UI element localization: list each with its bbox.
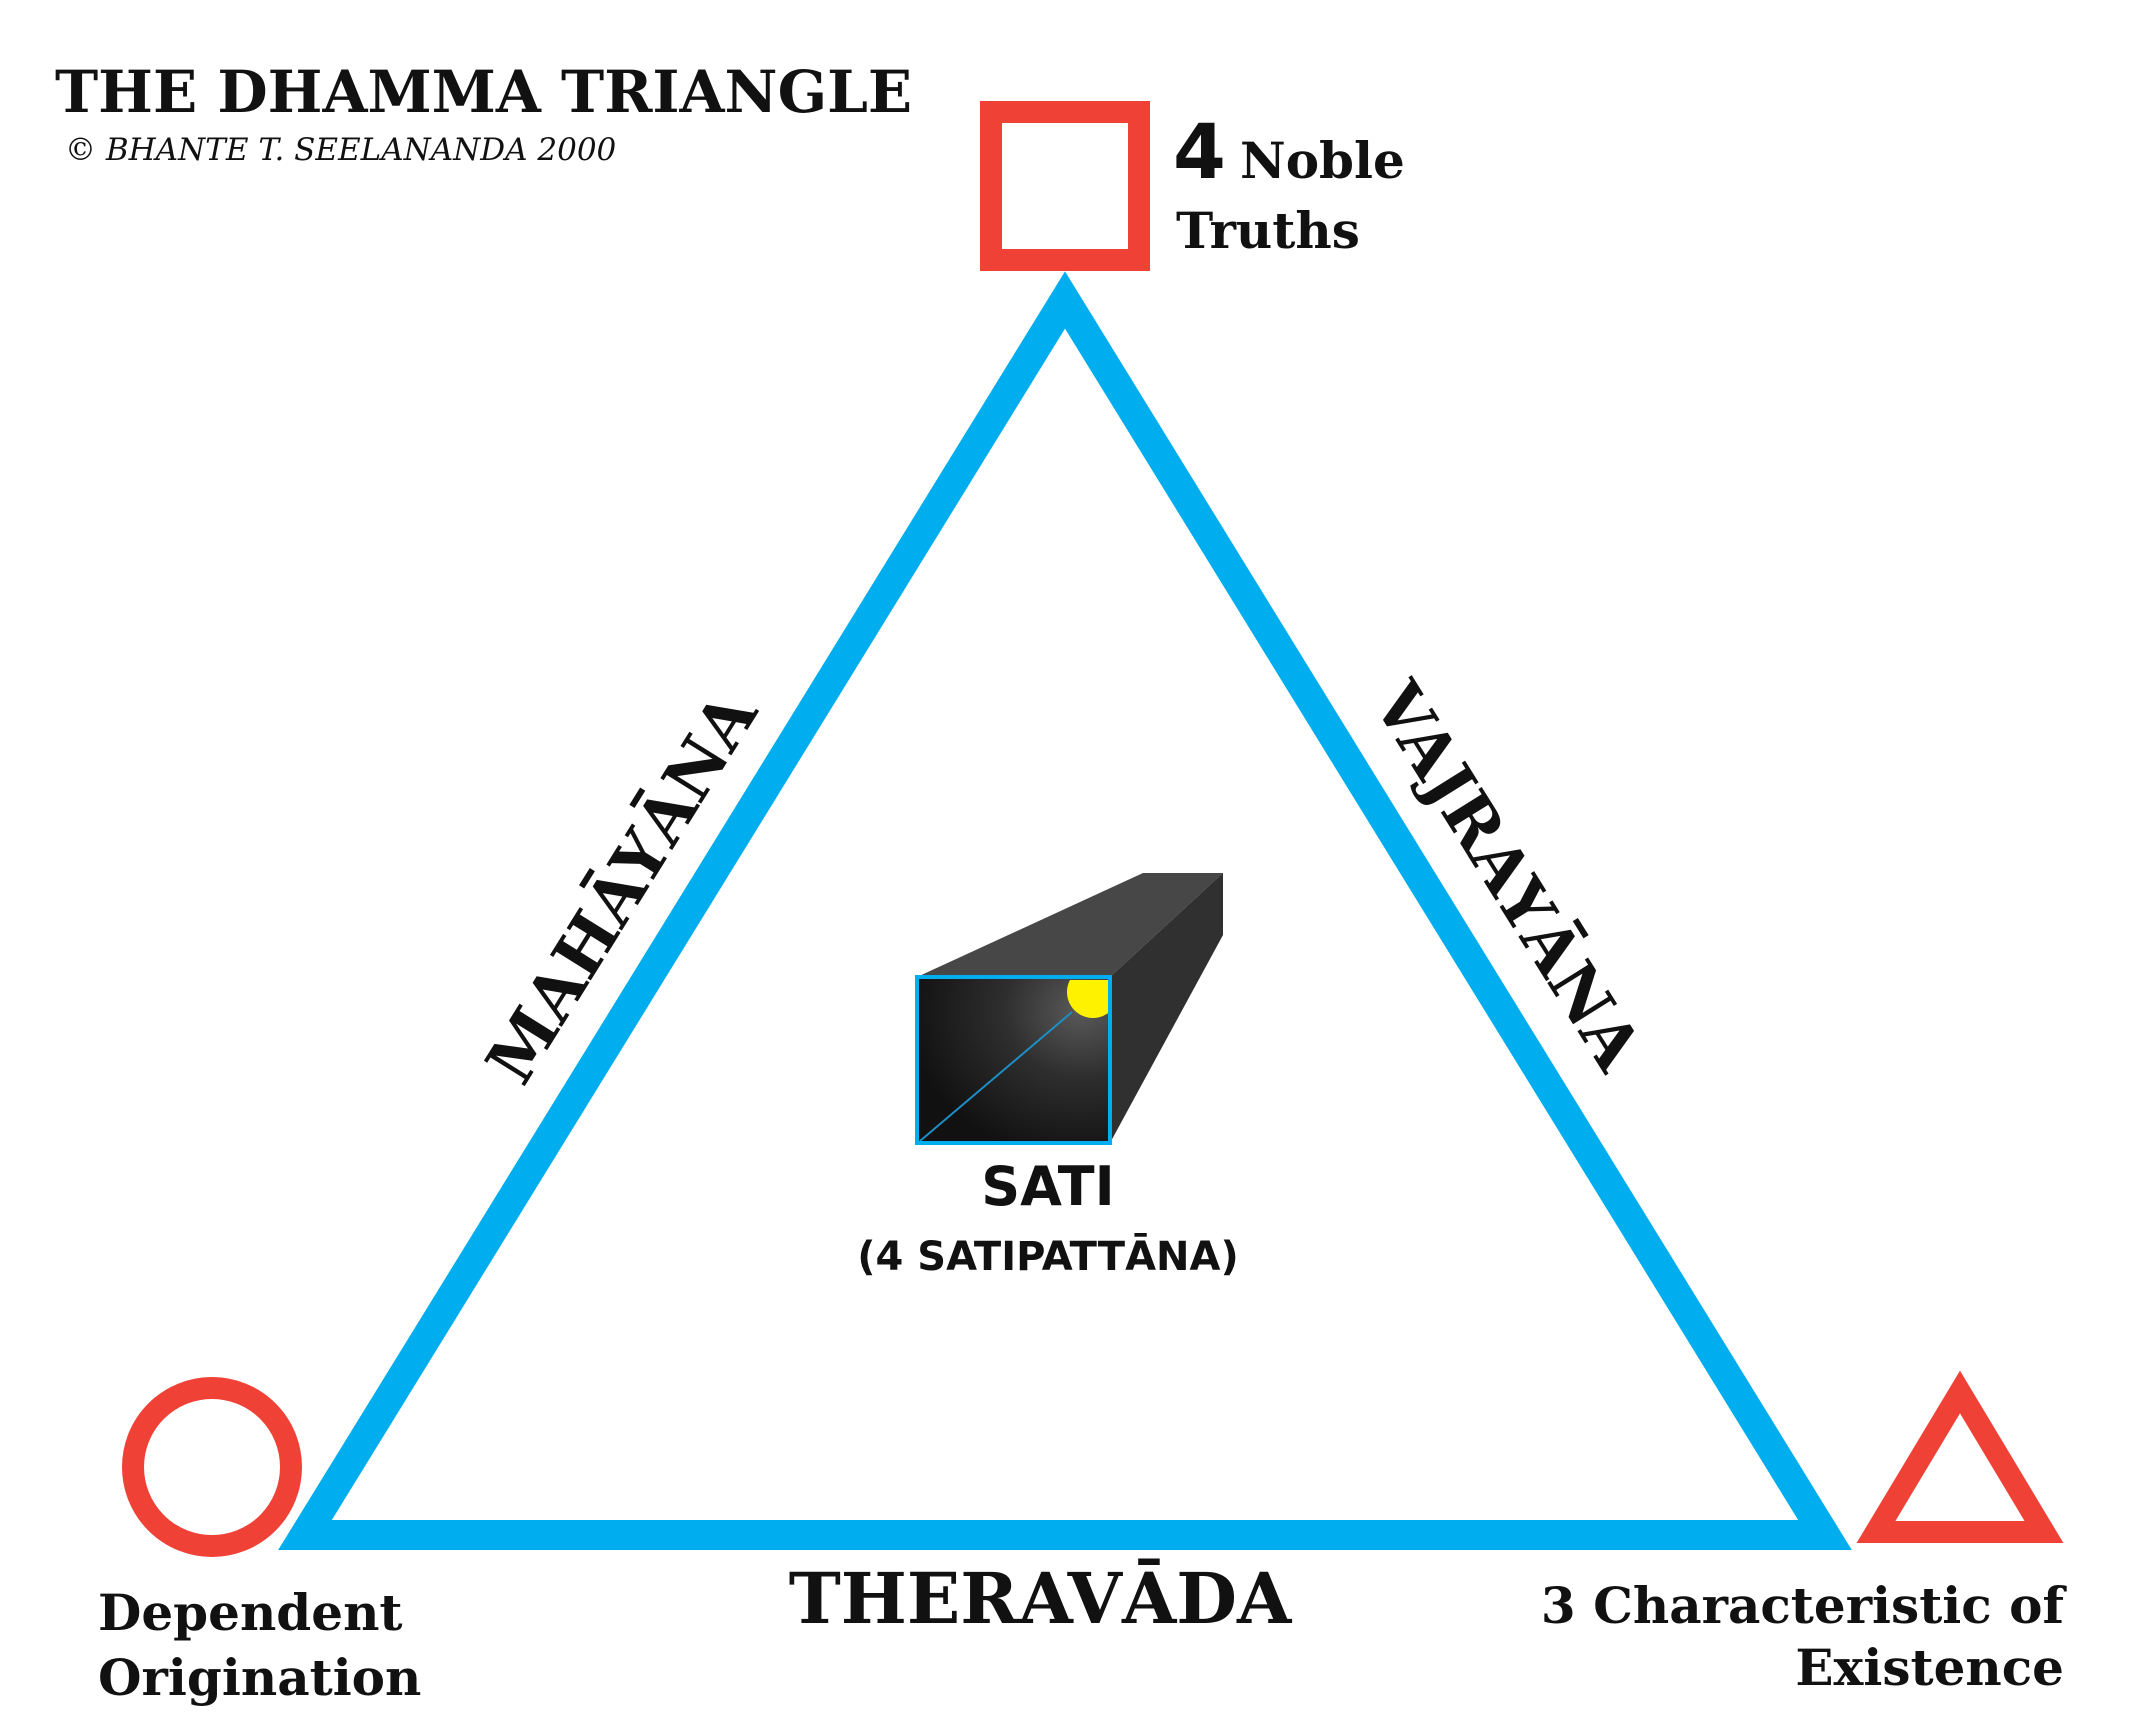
tunnel-with-light-icon [915,873,1223,1145]
noble-truths-label-line1: Noble [1240,131,1405,190]
theravada-side-label: THERAVĀDA [789,1557,1293,1640]
diagram-title: THE DHAMMA TRIANGLE [55,58,912,126]
satipattana-sublabel: (4 SATIPATTĀNA) [857,1232,1239,1280]
dependent-origination-circle-icon [122,1377,302,1557]
copyright-notice: © BHANTE T. SEELANANDA 2000 [65,132,616,168]
main-triangle [278,271,1852,1550]
noble-truths-number: 4 [1173,107,1226,196]
sati-label: SATI [981,1155,1114,1218]
noble-truths-square-icon [980,101,1150,271]
three-characteristics-label-line2: Existence [1795,1638,2064,1697]
dependent-origination-label-line2: Origination [98,1648,421,1707]
three-characteristics-triangle-icon [1856,1370,2064,1543]
three-characteristics-label-line1: 3 Characteristic of [1541,1576,2068,1635]
dependent-origination-label-line1: Dependent [98,1583,403,1642]
noble-truths-label-line2: Truths [1176,201,1360,260]
